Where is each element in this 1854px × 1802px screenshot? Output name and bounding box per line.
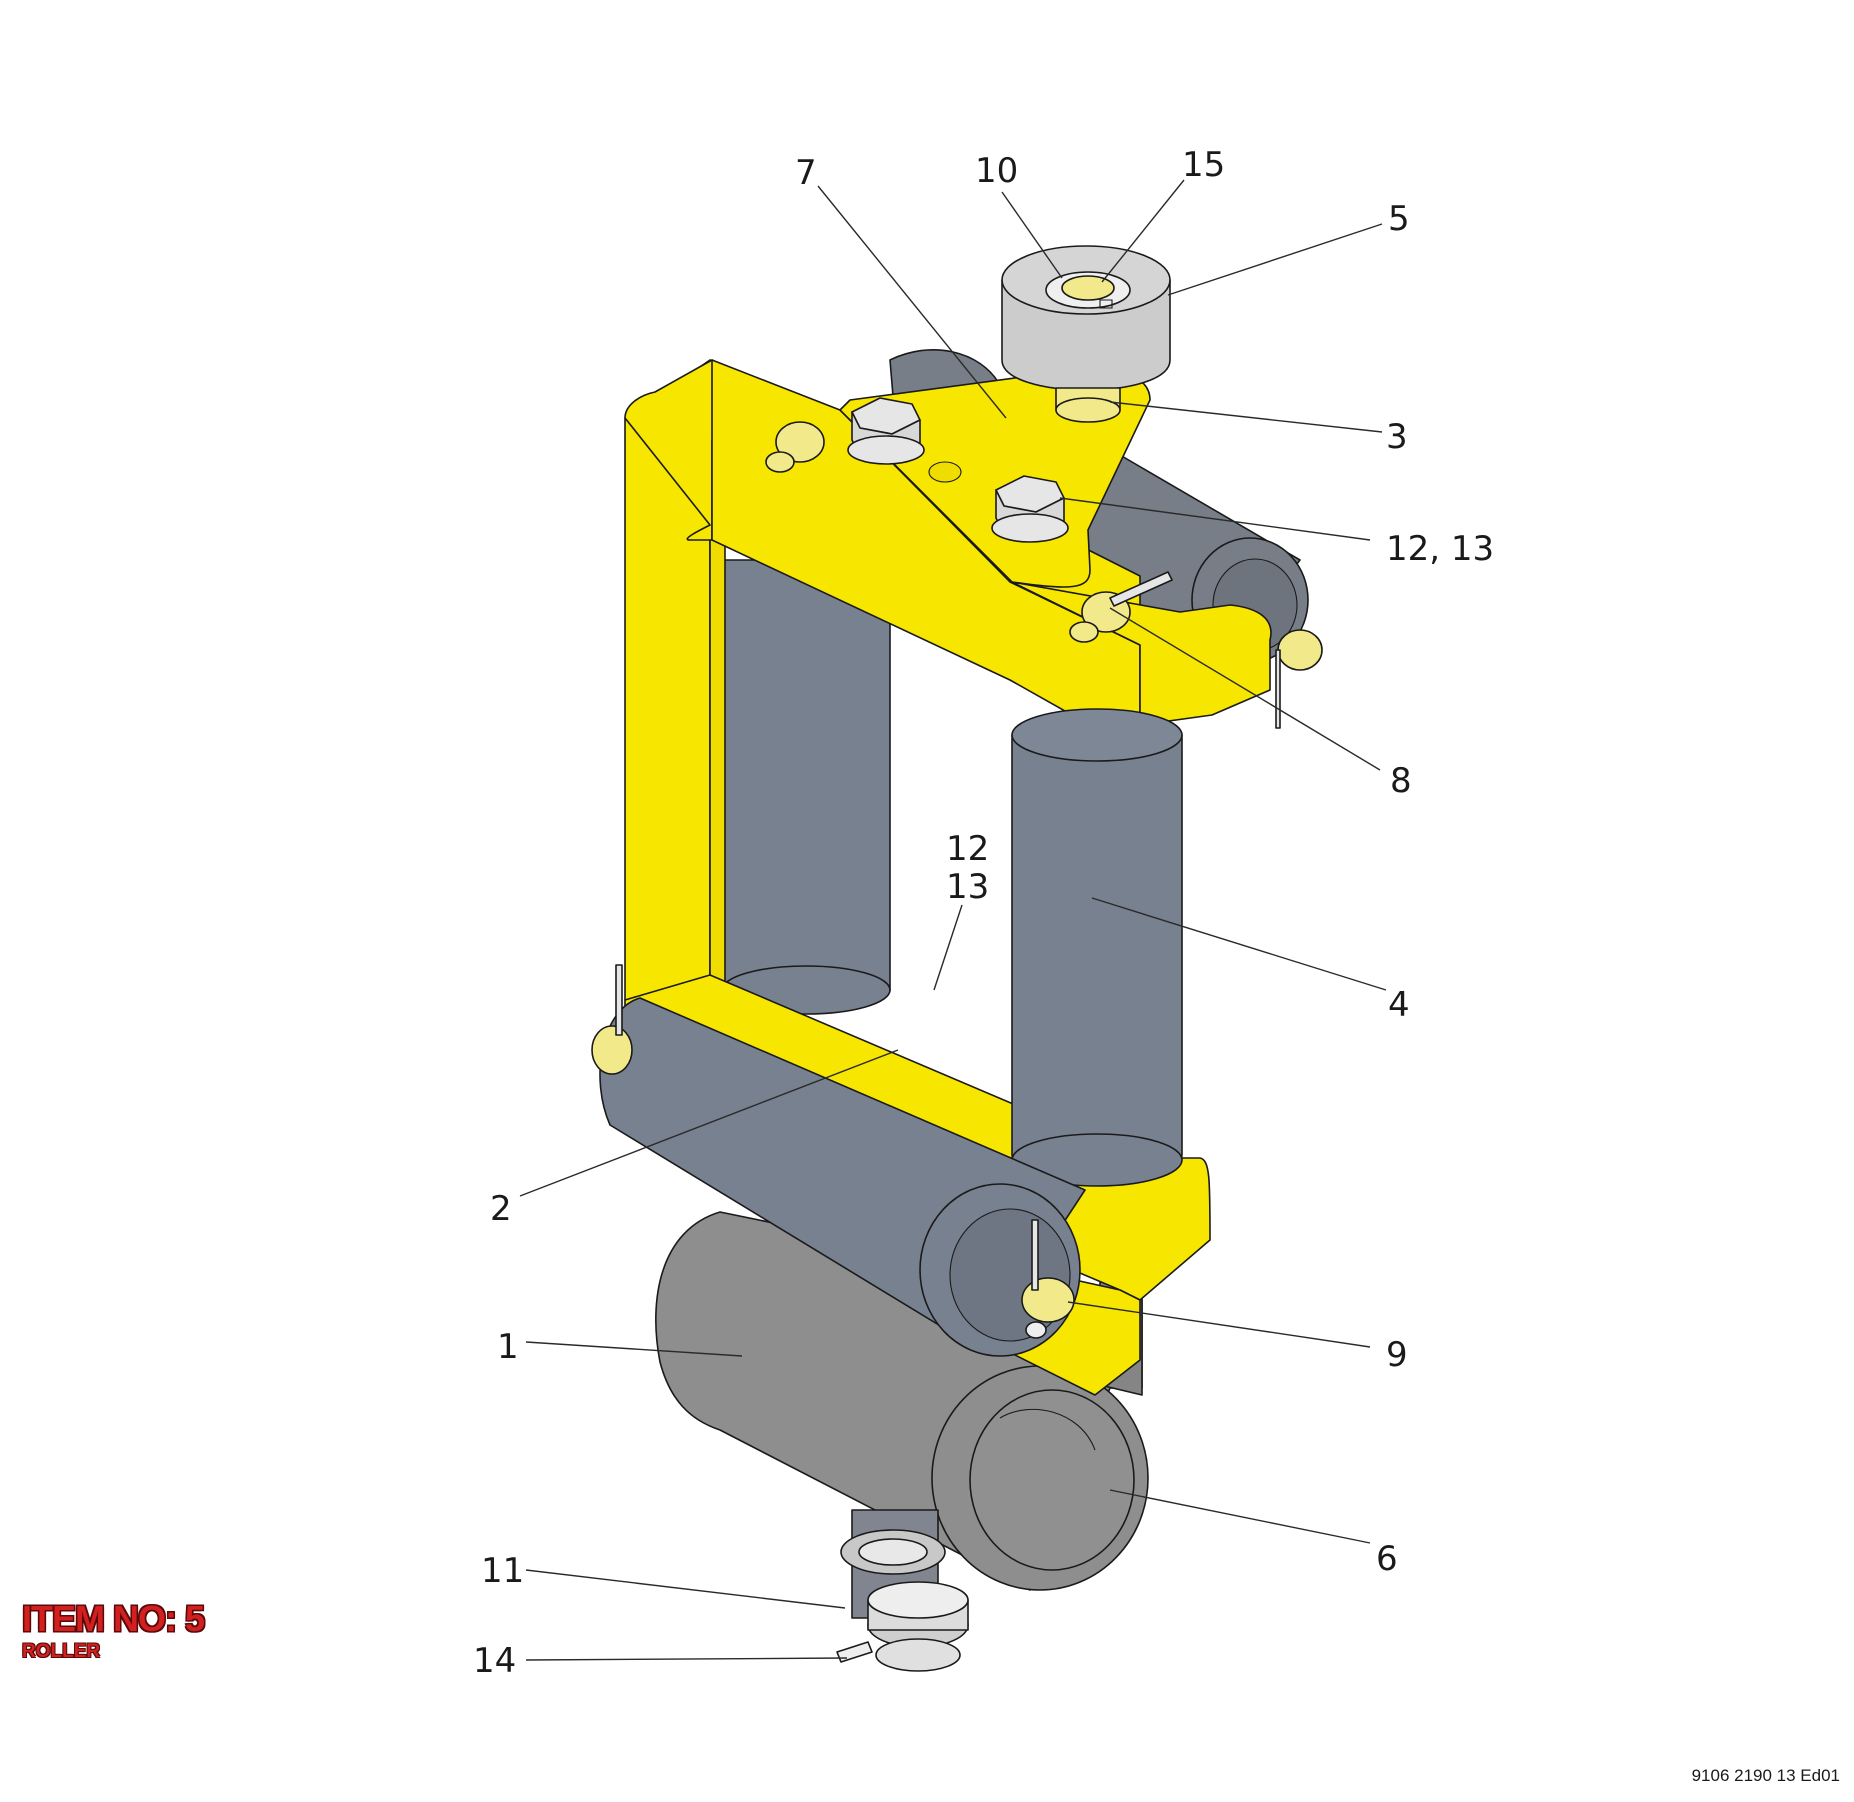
- right-vertical-roller: [1011, 708, 1183, 1187]
- callout-4: 4: [1388, 985, 1410, 1025]
- top-roller-nut: [1061, 275, 1115, 301]
- callout-12-13-top: 12, 13: [1386, 529, 1494, 569]
- callout-6: 6: [1376, 1539, 1398, 1579]
- callout-14: 14: [473, 1641, 516, 1681]
- item-number-title: ITEM NO: 5: [22, 1598, 205, 1639]
- lock-pin-left: [591, 1025, 633, 1075]
- callout-7: 7: [795, 153, 817, 193]
- callout-5: 5: [1388, 199, 1410, 239]
- pins: [591, 421, 1323, 1339]
- housing-bore: [969, 1389, 1135, 1571]
- callout-3: 3: [1386, 417, 1408, 457]
- callout-8: 8: [1390, 761, 1412, 801]
- top-axle: [1055, 387, 1121, 423]
- item-name: ROLLER: [22, 1641, 101, 1662]
- callout-9: 9: [1386, 1335, 1408, 1375]
- callout-15: 15: [1182, 145, 1225, 185]
- document-reference: 9106 2190 13 Ed01: [1691, 1766, 1840, 1785]
- leader-lines: [519, 179, 1387, 1661]
- lock-pin-bottom: [1021, 1277, 1075, 1323]
- left-vertical-roller: [721, 559, 891, 1015]
- bottom-stem: [836, 1509, 969, 1672]
- top-guide-roller: [1001, 245, 1171, 391]
- bottom-cotter-pin: [836, 1641, 873, 1663]
- lock-pin-right: [1277, 629, 1323, 671]
- callout-10: 10: [975, 151, 1018, 191]
- callout-11: 11: [481, 1551, 524, 1591]
- bolts: [847, 397, 1069, 543]
- callout-1: 1: [497, 1327, 519, 1367]
- callout-13: 13: [946, 867, 989, 907]
- callout-12: 12: [946, 829, 989, 869]
- callout-2: 2: [490, 1189, 512, 1229]
- callouts: 1 2 3 4 5 6 7 8 9 10 11 12, 13 12 13 14 …: [473, 145, 1494, 1681]
